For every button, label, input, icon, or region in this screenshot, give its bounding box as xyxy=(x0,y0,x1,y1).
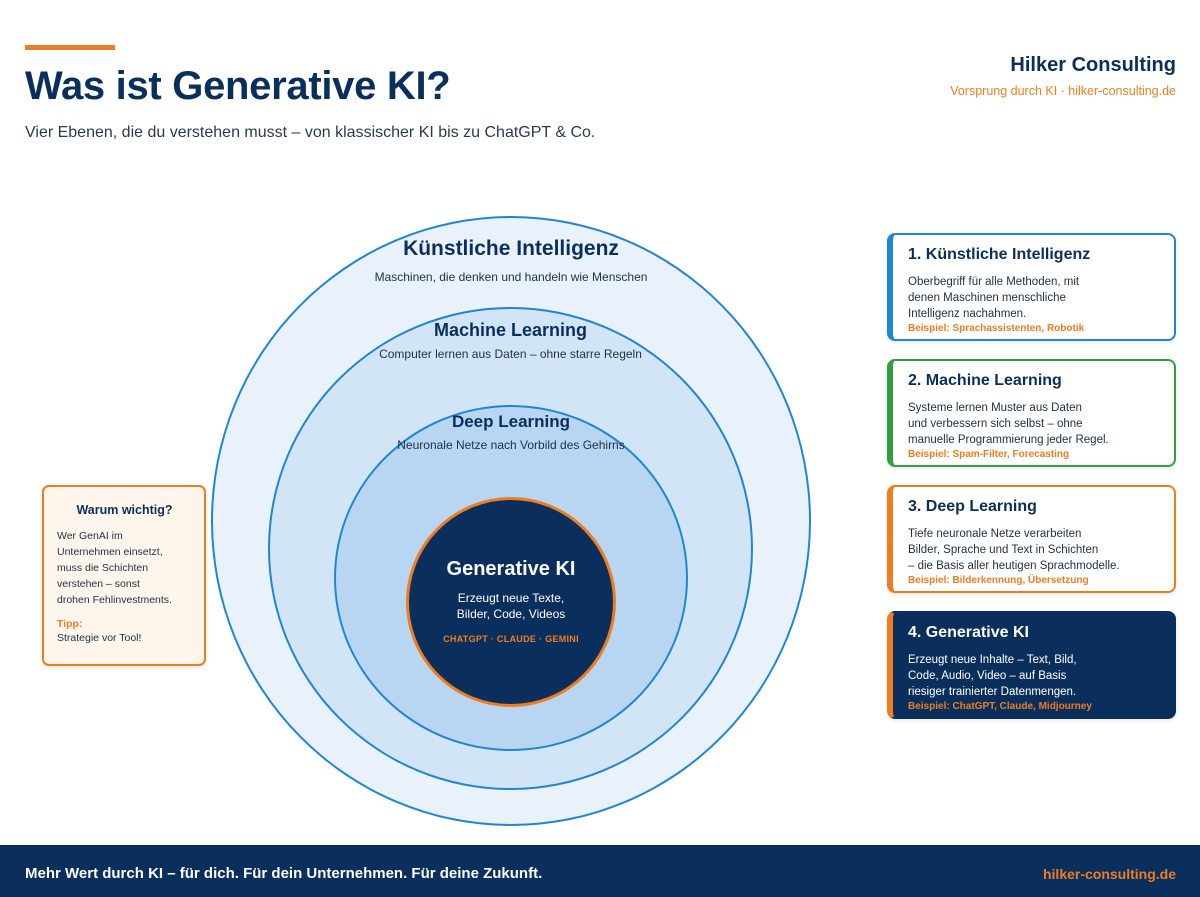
card-desc-line: manuelle Programmierung jeder Regel. xyxy=(908,434,1109,446)
card-title: 2. Machine Learning xyxy=(908,372,1062,389)
circle-ai-title: Künstliche Intelligenz xyxy=(403,237,619,260)
note-line: muss die Schichten xyxy=(57,562,149,574)
card-title: 1. Künstliche Intelligenz xyxy=(908,246,1091,263)
title-accent-bar xyxy=(25,45,115,50)
circle-genai-desc-line: Bilder, Code, Videos xyxy=(456,607,566,621)
footer-bar: Mehr Wert durch KI – für dich. Für dein … xyxy=(0,845,1200,897)
note-tip-text: Strategie vor Tool! xyxy=(57,632,142,644)
card-desc-line: Bilder, Sprache und Text in Schichten xyxy=(908,544,1099,556)
note-line: Unternehmen einsetzt, xyxy=(57,546,163,558)
circle-ml-label: Machine Learning Computer lernen aus Dat… xyxy=(270,320,751,361)
card-desc: Systeme lernen Muster aus Daten und verb… xyxy=(908,400,1162,448)
note-line: Wer GenAI im xyxy=(57,530,123,542)
brand-tagline: Vorsprung durch KI · hilker-consulting.d… xyxy=(950,84,1176,98)
card-title: 4. Generative KI xyxy=(908,624,1029,641)
circle-genai-tools: CHATGPT · CLAUDE · GEMINI xyxy=(443,634,579,644)
card-desc-line: – die Basis aller heutigen Sprachmodelle… xyxy=(908,560,1120,572)
why-important-note: Warum wichtig? Wer GenAI im Unternehmen … xyxy=(42,485,206,666)
page-subtitle: Vier Ebenen, die du verstehen musst – vo… xyxy=(25,124,596,141)
card-ml: 2. Machine Learning Systeme lernen Muste… xyxy=(887,359,1176,467)
circle-genai-title: Generative KI xyxy=(446,558,576,580)
card-genai: 4. Generative KI Erzeugt neue Inhalte – … xyxy=(887,611,1176,719)
card-example: Beispiel: ChatGPT, Claude, Midjourney xyxy=(908,701,1092,712)
card-desc-line: Intelligenz nachahmen. xyxy=(908,308,1027,320)
card-desc-line: Code, Audio, Video – auf Basis xyxy=(908,670,1067,682)
card-example: Beispiel: Sprachassistenten, Robotik xyxy=(908,323,1085,334)
circle-ml-desc: Computer lernen aus Daten – ohne starre … xyxy=(379,347,642,361)
card-desc-line: Oberbegriff für alle Methoden, mit xyxy=(908,276,1080,288)
brand-block: Hilker Consulting Vorsprung durch KI · h… xyxy=(950,54,1176,98)
circle-dl-title: Deep Learning xyxy=(451,412,571,431)
note-line: drohen Fehlinvestments. xyxy=(57,594,172,606)
card-example: Beispiel: Spam-Filter, Forecasting xyxy=(908,449,1070,460)
card-desc-line: und verbessern sich selbst – ohne xyxy=(908,418,1083,430)
brand-name: Hilker Consulting xyxy=(1010,54,1176,76)
card-dl: 3. Deep Learning Tiefe neuronale Netze v… xyxy=(887,485,1176,593)
note-title: Warum wichtig? xyxy=(76,503,173,517)
circle-dl-label: Deep Learning Neuronale Netze nach Vorbi… xyxy=(336,412,686,452)
card-title: 3. Deep Learning xyxy=(908,498,1037,515)
card-desc-line: Tiefe neuronale Netze verarbeiten xyxy=(908,528,1082,540)
card-ai: 1. Künstliche Intelligenz Oberbegriff fü… xyxy=(887,233,1176,341)
page-title: Was ist Generative KI? xyxy=(25,64,451,108)
card-desc-line: denen Maschinen menschliche xyxy=(908,292,1066,304)
note-tip-label: Tipp: xyxy=(57,618,83,630)
card-desc: Erzeugt neue Inhalte – Text, Bild, Code,… xyxy=(908,652,1162,700)
circle-genai-desc-line: Erzeugt neue Texte, xyxy=(457,591,565,605)
note-line: verstehen – sonst xyxy=(57,578,140,590)
card-example: Beispiel: Bilderkennung, Übersetzung xyxy=(908,575,1089,586)
circle-ai-desc: Maschinen, die denken und handeln wie Me… xyxy=(374,270,648,284)
note-body: Wer GenAI im Unternehmen einsetzt, muss … xyxy=(57,528,192,608)
card-desc-line: Systeme lernen Muster aus Daten xyxy=(908,402,1082,414)
card-desc-line: riesiger trainierter Datenmengen. xyxy=(908,686,1077,698)
circle-ml-title: Machine Learning xyxy=(433,320,588,340)
circle-genai-desc: Erzeugt neue Texte, Bilder, Code, Videos xyxy=(409,590,613,622)
circle-genai-label: Generative KI Erzeugt neue Texte, Bilder… xyxy=(409,558,613,644)
circle-ai-label: Künstliche Intelligenz Maschinen, die de… xyxy=(213,237,809,284)
circle-dl-desc: Neuronale Netze nach Vorbild des Gehirns xyxy=(397,438,625,452)
circle-genai: Generative KI Erzeugt neue Texte, Bilder… xyxy=(406,497,616,707)
footer-claim: Mehr Wert durch KI – für dich. Für dein … xyxy=(25,865,543,882)
card-desc: Oberbegriff für alle Methoden, mit denen… xyxy=(908,274,1162,322)
card-desc: Tiefe neuronale Netze verarbeiten Bilder… xyxy=(908,526,1162,574)
card-desc-line: Erzeugt neue Inhalte – Text, Bild, xyxy=(908,654,1077,666)
footer-url: hilker-consulting.de xyxy=(1042,866,1176,882)
